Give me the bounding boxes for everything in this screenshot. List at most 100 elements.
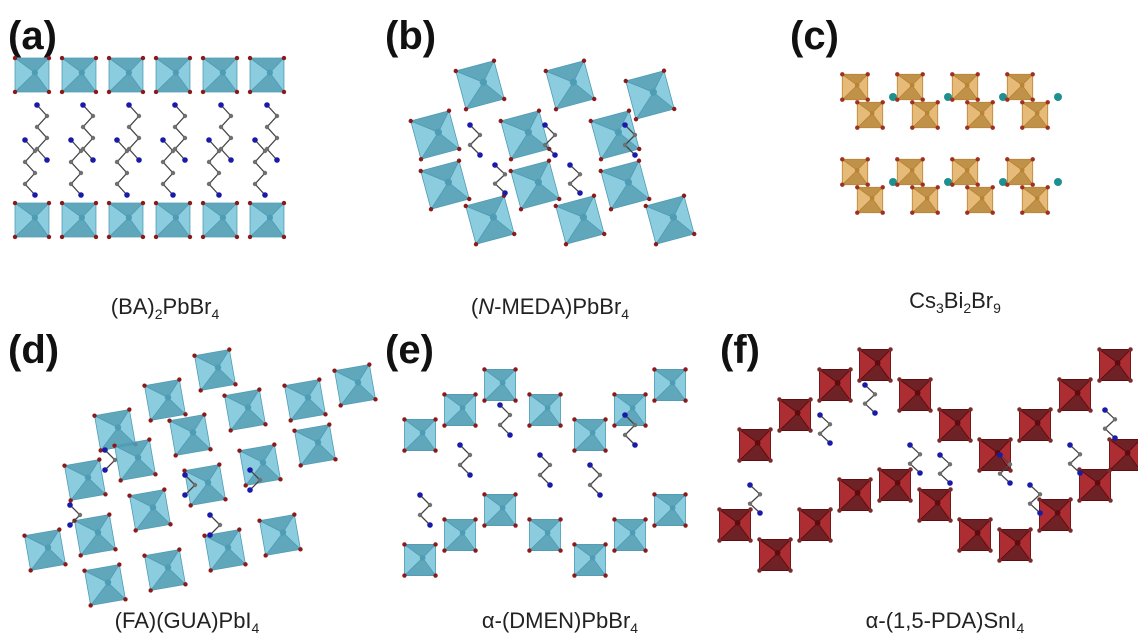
halide-atom: [234, 234, 240, 240]
halide-atom: [840, 182, 845, 187]
cesium-atom: [944, 93, 952, 101]
halide-atom: [153, 234, 159, 240]
octahedron: [1098, 348, 1132, 382]
halide-atom: [910, 125, 915, 130]
halide-atom: [498, 118, 503, 124]
octahedron: [613, 518, 647, 552]
carbon-atom: [32, 148, 38, 154]
halide-atom: [910, 185, 915, 190]
metal-atom: [869, 195, 875, 201]
halide-atom: [1088, 377, 1093, 382]
organic-chain: [499, 404, 511, 436]
halide-atom: [865, 157, 870, 162]
halide-atom: [608, 207, 614, 212]
nitrogen-atom: [182, 472, 188, 478]
halide-atom: [78, 553, 83, 558]
halide-atom: [558, 517, 563, 522]
nitrogen-atom: [136, 157, 142, 163]
halide-atom: [661, 68, 667, 73]
octahedron: [938, 408, 972, 442]
nitrogen-atom: [182, 157, 188, 163]
nitrogen-atom: [78, 192, 84, 198]
metal-atom: [244, 404, 252, 411]
octahedron: [23, 528, 67, 572]
octahedron: [978, 438, 1012, 472]
halide-atom: [288, 418, 293, 423]
halide-atom: [975, 72, 980, 77]
halide-atom: [868, 508, 873, 513]
halide-atom: [63, 562, 68, 567]
octahedron: [248, 202, 285, 239]
carbon-atom: [160, 159, 166, 165]
carbon-atom: [542, 142, 548, 148]
carbon-atom: [216, 170, 222, 176]
carbon-atom: [907, 461, 913, 466]
halide-atom: [612, 548, 617, 553]
halide-atom: [633, 117, 639, 122]
halide-atom: [187, 234, 193, 240]
halide-atom: [920, 97, 925, 102]
halide-atom: [442, 517, 447, 522]
halide-atom: [1030, 97, 1035, 102]
metal-atom: [669, 213, 677, 221]
organic-chain: [266, 104, 278, 161]
halide-atom: [557, 196, 562, 202]
halide-atom: [848, 398, 853, 403]
carbon-atom: [552, 132, 558, 138]
octahedron: [143, 378, 187, 422]
panel-label-d: (d): [8, 328, 60, 372]
halide-atom: [848, 367, 853, 372]
halide-atom: [598, 168, 603, 174]
halide-atom: [643, 423, 648, 428]
metal-atom: [104, 579, 112, 586]
metal-atom: [114, 424, 122, 431]
halide-atom: [433, 448, 438, 453]
halide-atom: [1088, 408, 1093, 413]
halide-atom: [192, 353, 197, 358]
halide-atom: [68, 498, 73, 503]
nitrogen-atom: [170, 192, 176, 198]
halide-atom: [148, 418, 153, 423]
metal-atom: [774, 549, 781, 556]
organic-chain: [494, 164, 506, 194]
halide-atom: [1077, 498, 1082, 503]
halide-atom: [93, 55, 99, 61]
halide-atom: [777, 428, 782, 433]
octahedron: [1006, 158, 1034, 186]
carbon-atom: [1027, 501, 1033, 506]
halide-atom: [482, 523, 487, 528]
organic-chain: [459, 444, 471, 476]
nitrogen-atom: [126, 102, 132, 108]
carbon-atom: [862, 401, 868, 406]
halide-atom: [1008, 468, 1013, 473]
octahedron: [154, 202, 191, 239]
halide-atom: [1017, 438, 1022, 443]
halide-atom: [1068, 497, 1073, 502]
halide-atom: [46, 234, 52, 240]
halide-atom: [97, 457, 102, 462]
halide-atom: [975, 182, 980, 187]
halide-atom: [1005, 72, 1010, 77]
octahedron: [403, 543, 437, 577]
halide-atom: [950, 97, 955, 102]
halide-atom: [234, 89, 240, 95]
halide-atom: [917, 518, 922, 523]
halide-atom: [748, 507, 753, 512]
halide-atom: [880, 210, 885, 215]
caption-b: (N-MEDA)PbBr4: [470, 294, 630, 322]
halide-atom: [227, 347, 232, 352]
carbon-atom: [537, 472, 543, 478]
halide-atom: [572, 448, 577, 453]
nitrogen-atom: [502, 190, 508, 196]
nitrogen-atom: [264, 102, 270, 108]
metal-atom: [854, 489, 861, 496]
metal-atom: [974, 529, 981, 536]
halide-atom: [1045, 210, 1050, 215]
nitrogen-atom: [947, 480, 953, 486]
halide-atom: [643, 517, 648, 522]
metal-atom: [172, 214, 180, 221]
halide-atom: [202, 533, 207, 538]
halide-atom: [118, 478, 123, 483]
metal-atom: [629, 404, 636, 411]
octahedron: [483, 493, 517, 527]
